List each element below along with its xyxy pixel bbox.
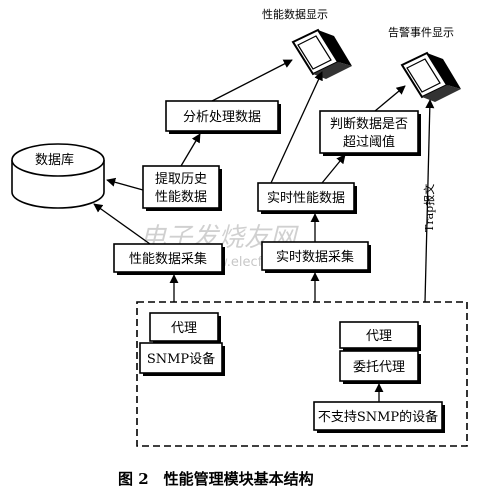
arrow-analyze-to-perf-display xyxy=(211,59,293,102)
arrow-extract-to-analyze xyxy=(180,133,201,167)
arrow-trap-to-alarm-display xyxy=(424,99,435,303)
realtime-collect-label: 实时数据采集 xyxy=(276,249,354,265)
analyze-label: 分析处理数据 xyxy=(183,110,261,125)
agent1-node xyxy=(149,312,219,342)
agent-region xyxy=(136,301,468,447)
realtime-node xyxy=(257,182,355,212)
arrow-perf-collect-to-database xyxy=(93,203,151,245)
alarm-display-label: 告警事件显示 xyxy=(388,25,454,39)
proxy-agent-label: 委托代理 xyxy=(353,360,405,375)
judge-node xyxy=(319,110,419,154)
extract-label-line2: 性能数据 xyxy=(155,190,207,205)
database-label: 数据库 xyxy=(35,152,74,168)
extract-label-line1: 提取历史 xyxy=(155,171,207,187)
arrow-realtime-to-judge xyxy=(321,154,346,184)
snmp-device-node xyxy=(139,342,223,374)
arrow-realtime-to-perf-display xyxy=(270,71,323,184)
alarm-display-monitor-icon xyxy=(400,51,461,102)
database-node xyxy=(11,143,105,209)
perf-collect-label: 性能数据采集 xyxy=(129,251,207,267)
agent1-label: 代理 xyxy=(171,321,197,336)
realtime-collect-node xyxy=(261,241,369,271)
perf-display-label: 性能数据显示 xyxy=(262,7,328,21)
arrow-judge-to-alarm-display xyxy=(374,85,406,112)
arrow-extract-to-database xyxy=(106,177,144,191)
judge-label-line2: 超过阈值 xyxy=(343,134,395,150)
agent2-node xyxy=(339,321,419,349)
perf-collect-node xyxy=(113,243,223,273)
trap-label: Trap报文 xyxy=(422,184,436,232)
agent2-label: 代理 xyxy=(366,329,392,344)
analyze-node xyxy=(165,100,279,132)
extract-node xyxy=(142,165,220,209)
non-snmp-device-label: 不支持SNMP的设备 xyxy=(318,409,438,425)
snmp-device-label: SNMP设备 xyxy=(147,351,215,367)
judge-label-line1: 判断数据是否 xyxy=(330,117,408,132)
proxy-agent-node xyxy=(339,350,419,382)
figure-caption: 图 2 性能管理模块基本结构 xyxy=(118,470,314,488)
realtime-label: 实时性能数据 xyxy=(267,191,345,206)
non-snmp-device-node xyxy=(313,401,443,431)
perf-display-monitor-icon xyxy=(291,28,352,79)
